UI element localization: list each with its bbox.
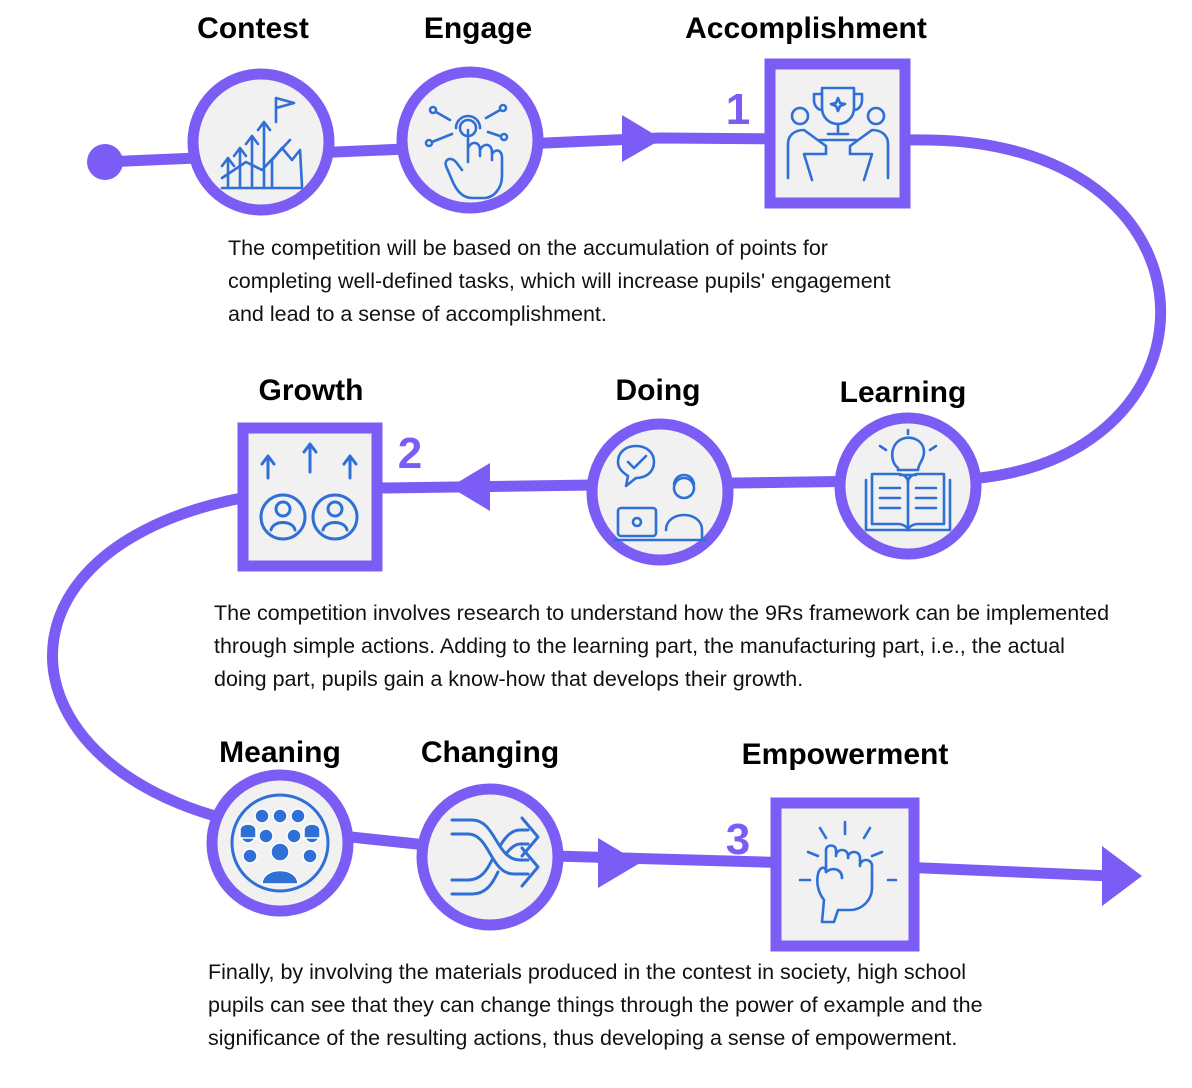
accomplishment-node [764,58,911,209]
stage-2-number: 2 [397,429,423,478]
stage-1-number: 1 [725,85,751,134]
changing-node [416,783,564,931]
learning-node [834,412,982,560]
stage-2-description: The competition involves research to und… [214,601,1110,691]
people-growth-icon [259,442,359,541]
shuffle-arrows-icon [450,816,540,896]
growth-node [237,422,383,572]
stage-1-label-engage: Engage [423,12,533,45]
engage-node [396,66,544,214]
raised-fist-icon [798,820,898,924]
stage-3-number: 3 [725,815,751,864]
stage-1-label-accomplishment: Accomplishment [685,12,927,45]
contest-node [187,68,335,216]
doing-node [586,418,734,566]
path-end-arrowhead [1102,846,1142,906]
stage-3-label-meaning: Meaning [219,736,341,769]
touch-hand-icon [424,103,509,200]
book-lightbulb-icon [864,428,952,532]
stage-1-description: The competition will be based on the acc… [228,236,891,326]
stage-1-label-contest: Contest [197,12,309,45]
stage-2-label-learning: Learning [839,376,967,409]
path-arrowhead-right-2 [598,838,640,888]
path-arrowhead-right-1 [622,115,662,162]
stage-3-label-empowerment: Empowerment [741,738,949,771]
empowerment-node [770,797,920,952]
person-laptop-check-icon [612,444,708,542]
path-start-dot [87,144,123,180]
stage-2-label-doing: Doing [615,374,701,407]
stage-3-label-changing: Changing [420,736,560,769]
stage-2-label-growth: Growth [258,374,364,407]
growth-chart-flag-icon [220,96,304,190]
audience-group-icon [230,793,330,893]
path-arrowhead-left [450,463,490,511]
meaning-node [206,769,354,917]
stage-3-description: Finally, by involving the materials prod… [208,960,983,1050]
process-path [47,132,1166,882]
trophy-team-icon [786,86,890,182]
